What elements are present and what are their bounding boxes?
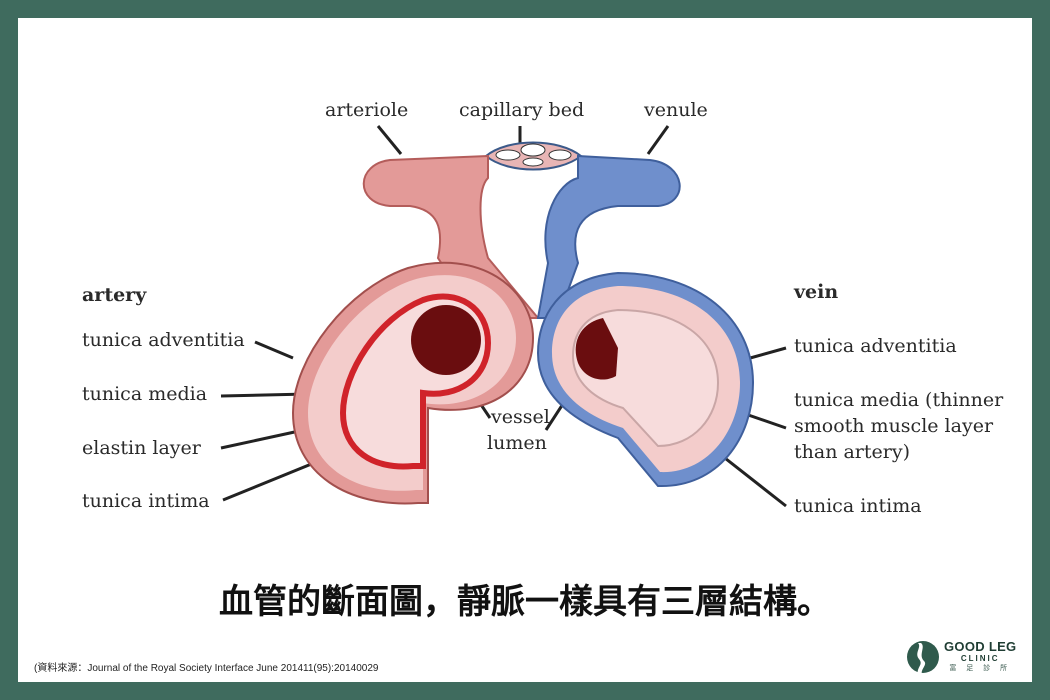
label-vein: vein [794,281,839,303]
label-artery-adventitia: tunica adventitia [82,329,245,351]
label-vein-media-1: tunica media (thinner [794,389,1004,411]
artery-cross-section [291,261,535,505]
diagram-card: arteriole capillary bed venule artery tu… [18,18,1032,682]
label-capillary-bed: capillary bed [459,99,585,121]
venule-tube [536,154,681,319]
label-artery: artery [82,284,147,306]
label-vein-adventitia: tunica adventitia [794,335,957,357]
label-vessel-lumen-1: vessel [491,406,550,428]
caption: 血管的斷面圖，靜脈一樣具有三層結構。 [219,582,831,622]
logo-line2: CLINIC [960,654,1000,663]
label-artery-media: tunica media [82,383,208,405]
vein-cross-section [536,271,755,488]
label-venule: venule [644,99,708,121]
capillary-bed [484,141,583,171]
label-elastin-layer: elastin layer [82,437,201,459]
logo-line1: GOOD LEG [944,639,1017,654]
label-arteriole: arteriole [325,99,409,121]
blood-vessel-diagram [220,125,787,508]
label-vein-media-3: than artery) [794,441,910,463]
label-vein-intima: tunica intima [794,495,922,517]
source-citation: (資料來源：Journal of the Royal Society Inter… [34,663,379,674]
logo-line3: 富 足 診 所 [949,665,1012,672]
label-vein-media-2: smooth muscle layer [794,415,994,437]
label-artery-intima: tunica intima [82,490,210,512]
leg-logo-icon [907,641,939,675]
clinic-logo: GOOD LEG CLINIC 富 足 診 所 [906,635,1026,679]
label-vessel-lumen-2: lumen [487,432,547,454]
